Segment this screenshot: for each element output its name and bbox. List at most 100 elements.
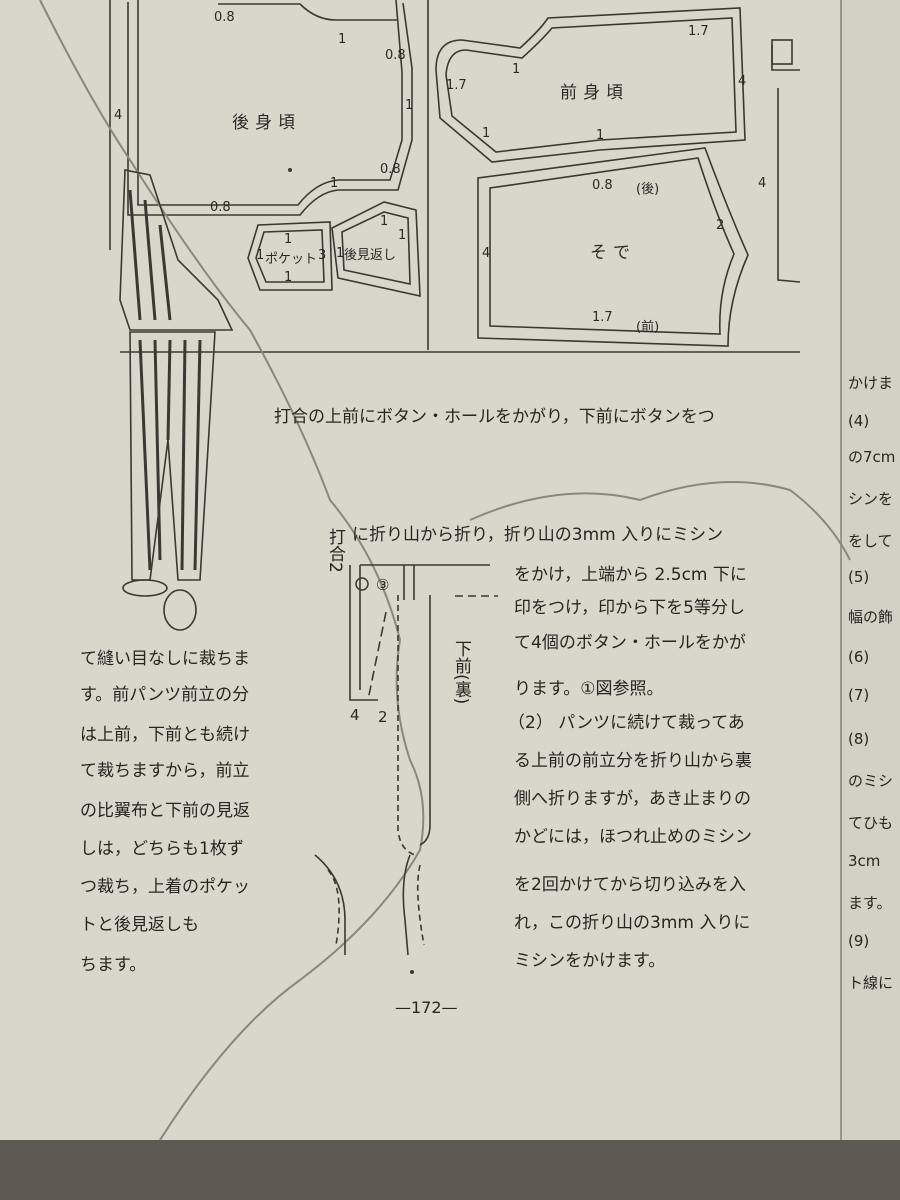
left-column-line: て縫い目なしに裁ちま [80, 649, 250, 669]
figure-stripes [138, 339, 202, 571]
placket-fold [419, 595, 431, 846]
side-text: をして [848, 532, 893, 550]
measure-label: 1 [284, 232, 293, 247]
side-text: ます。 [848, 894, 892, 912]
measure-label: 1 [330, 176, 339, 191]
left-column-line: つ裁ち，上着のポケッ [80, 877, 250, 897]
measure-label: 0.8 [592, 178, 613, 193]
crotch-line [402, 854, 411, 956]
measure-label: 1.7 [688, 24, 709, 39]
right-column-line: かどには，ほつれ止めのミシン [514, 827, 752, 847]
diagram-measure: 4 [350, 706, 360, 724]
measure-label: 1 [336, 246, 345, 261]
button-circle [355, 577, 369, 591]
back-body-outline [127, 2, 413, 216]
side-text: の7cm [848, 448, 896, 466]
measure-label: 0.8 [210, 200, 231, 215]
measure-label: 4 [482, 246, 491, 261]
measure-label: 0.8 [380, 162, 401, 177]
side-text: ト線に [848, 974, 894, 992]
side-text: (7) [848, 686, 870, 704]
measure-label: 1 [405, 98, 414, 113]
pocket-label: ポケット [265, 252, 318, 267]
partial-piece [777, 88, 801, 283]
measure-label: 0.8 [385, 48, 406, 63]
measure-label: 1.7 [446, 78, 467, 93]
side-text: てひも [848, 814, 894, 832]
sleeve-outline [477, 147, 749, 347]
measure-label: 1 [256, 248, 265, 263]
partial-piece [771, 39, 793, 65]
right-column-line: を2回かけてから切り込みを入 [514, 875, 746, 895]
instruction-vertical-label: 打合2 [325, 528, 345, 573]
measure-label: 1 [512, 62, 521, 77]
measure-label: 1.7 [592, 310, 613, 325]
side-text: (5) [848, 568, 870, 586]
pocket-inner [255, 229, 325, 283]
measure-label: 1 [596, 128, 605, 143]
left-column-line: トと後見返しも [80, 915, 199, 935]
side-text: シンを [848, 490, 894, 508]
back-neck-line [218, 3, 398, 21]
back-facing-label: 後見返し [344, 248, 397, 263]
right-column-line: れ，この折り山の3mm 入りに [514, 913, 751, 933]
left-column-line: の比翼布と下前の見返 [80, 801, 250, 821]
right-column-line: 側へ折りますが，あき止まりの [514, 789, 751, 809]
back-body-label: 後身頃 [232, 113, 301, 133]
back-facing-outline [331, 201, 421, 298]
crotch-line [314, 854, 346, 955]
side-text: 幅の飾 [848, 608, 894, 626]
measure-label: 1 [380, 214, 389, 229]
left-column-line: は上前，下前とも続け [80, 725, 250, 745]
pocket-outline [247, 221, 333, 291]
measure-label: 1 [284, 270, 293, 285]
side-text: (6) [848, 648, 870, 666]
placket-button-strip [403, 565, 415, 600]
measure-label: 3 [318, 248, 327, 263]
dot-mark [410, 970, 414, 974]
facing-page-edge: かけま (4) の7cm シンを をして (5) 幅の飾 (6) (7) (8)… [840, 0, 900, 1170]
instruction-line: に折り山から折り，折り山の3mm 入りにミシン [352, 525, 724, 545]
right-column-line: ります。①図参照。 [514, 679, 664, 699]
right-column-line: （2） パンツに続けて裁ってあ [508, 713, 745, 733]
book-edge-shadow [0, 1140, 900, 1200]
left-column-line: す。前パンツ前立の分 [80, 685, 250, 705]
measure-label: 4 [758, 176, 767, 191]
side-text: (4) [848, 412, 870, 430]
sleeve-front-label: (前) [636, 320, 660, 335]
instruction-line: 打合の上前にボタン・ホールをかがり，下前にボタンをつ [274, 407, 715, 427]
side-text: (9) [848, 932, 870, 950]
figure-jacket [119, 169, 234, 331]
measure-label: 2 [716, 218, 725, 233]
back-body-inner [137, 0, 403, 206]
measure-label: 1 [398, 228, 407, 243]
step-circle-label: ③ [376, 576, 390, 594]
side-text: 3cm [848, 852, 881, 870]
dot-mark [288, 168, 292, 172]
left-column-line: ちます。 [80, 955, 147, 975]
crotch-stitch [416, 864, 425, 946]
figure-shoe [122, 579, 168, 597]
page-number: —172— [395, 998, 458, 1017]
measure-label: 4 [738, 74, 747, 89]
right-column-line: をかけ，上端から 2.5cm 下に [514, 565, 747, 585]
figure-stripes [128, 189, 172, 321]
sleeve-inner [489, 157, 735, 335]
measure-label: 4 [114, 108, 123, 123]
right-column-line: ミシンをかけます。 [514, 951, 666, 971]
placket-outline [349, 565, 378, 701]
measure-label: 1 [338, 32, 347, 47]
partial-piece [771, 45, 800, 71]
placket-outline [359, 564, 490, 690]
right-column-line: て4個のボタン・ホールをかが [514, 633, 746, 653]
measure-label: 0.8 [214, 10, 235, 25]
right-column-line: 印をつけ，印から下を5等分し [514, 598, 745, 618]
under-front-label: 下前(裏) [451, 640, 471, 705]
side-text: (8) [848, 730, 870, 748]
diagram-measure: 2 [378, 708, 388, 726]
figure-shoe [163, 589, 197, 631]
front-body-outline [435, 7, 746, 163]
tear-line [469, 481, 851, 561]
placket-stitch [367, 611, 387, 701]
